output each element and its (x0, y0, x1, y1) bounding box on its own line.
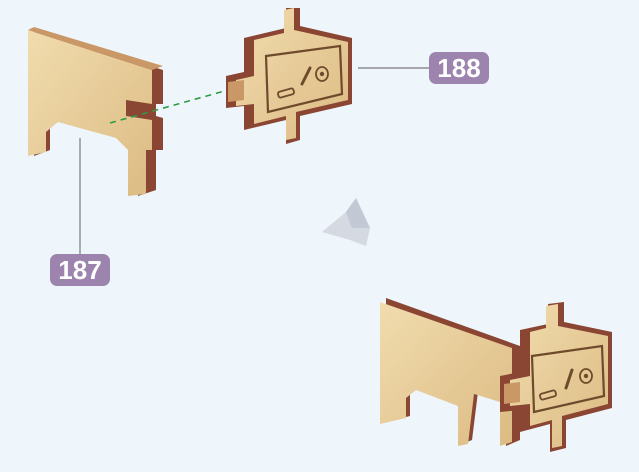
part-number-badge-188: 188 (429, 52, 489, 84)
part-187 (28, 27, 163, 196)
chevron-down-right-icon (322, 198, 370, 246)
part-number-badge-187: 187 (50, 254, 110, 286)
assembled-187-face (380, 302, 512, 446)
alignment-guide (109, 89, 229, 124)
assembled-parts (380, 298, 612, 452)
part-187-face (28, 30, 152, 196)
part-188-face (236, 8, 348, 140)
engraved-plate-icon (530, 344, 606, 414)
engraved-plate-icon (264, 44, 344, 114)
part-188 (226, 8, 352, 144)
